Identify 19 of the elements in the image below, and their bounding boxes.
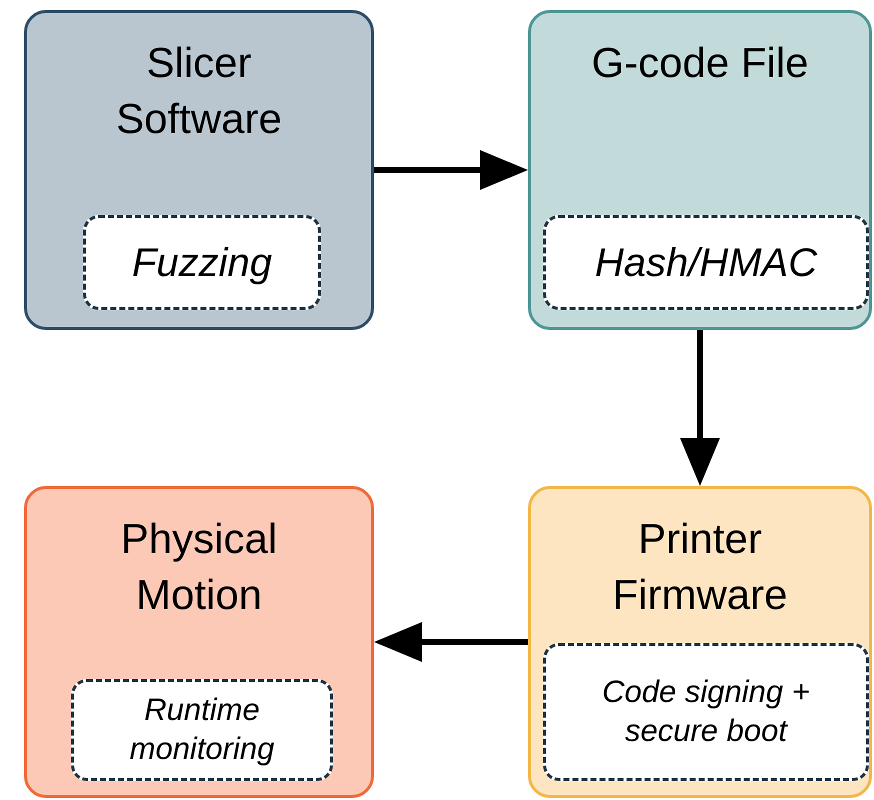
dashed-box [83,215,321,310]
box-text: Runtime monitoring [128,691,276,768]
box-title: Slicer Software [115,38,283,144]
arrow [374,150,528,190]
arrow [374,622,528,662]
process-box [24,10,374,330]
process-box [24,486,374,798]
box-text: Code signing + secure boot [601,673,811,750]
dashed-box [543,643,869,781]
process-box [528,486,872,798]
box-title: G-code File [590,38,810,88]
box-title: Physical Motion [120,514,278,620]
dashed-box [71,679,333,781]
box-text: Fuzzing [132,240,272,286]
process-box [528,10,872,330]
box-title: Printer Firmware [612,514,788,620]
dashed-box [543,215,869,310]
box-text: Hash/HMAC [594,240,818,286]
arrow [680,330,720,486]
